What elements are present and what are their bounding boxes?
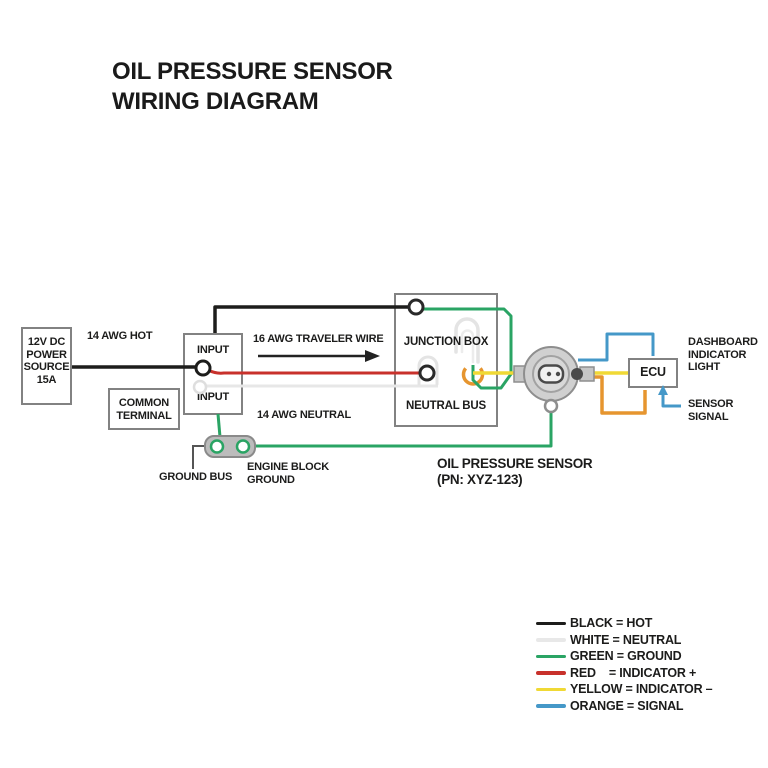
legend-row-red: RED = INDICATOR + xyxy=(536,665,712,682)
common-terminal-box: COMMON TERMINAL xyxy=(108,388,180,430)
legend-row-orange: ORANGE = SIGNAL xyxy=(536,698,712,715)
legend-swatch-green xyxy=(536,654,566,658)
sensor-ground-terminal xyxy=(543,398,559,414)
input-bottom-label: INPUT xyxy=(196,391,229,403)
label-16awg-traveler: 16 AWG TRAVELER WIRE xyxy=(253,333,384,345)
legend-row-green: GREEN = GROUND xyxy=(536,648,712,665)
legend-label-orange: ORANGE = SIGNAL xyxy=(570,698,684,713)
ecu-box: ECU xyxy=(628,358,678,388)
legend-label-red: RED = INDICATOR + xyxy=(570,665,697,680)
label-dashboard-indicator-light: DASHBOARD INDICATOR LIGHT xyxy=(688,336,758,373)
legend-swatch-black xyxy=(536,621,566,625)
power-source-box: 12V DC POWER SOURCE 15A xyxy=(21,327,72,405)
legend-row-white: WHITE = NEUTRAL xyxy=(536,632,712,649)
legend-label-yellow: YELLOW = INDICATOR – xyxy=(570,682,713,697)
page-title: OIL PRESSURE SENSOR WIRING DIAGRAM xyxy=(112,58,393,115)
legend-label-black: BLACK = HOT xyxy=(570,616,653,631)
label-oil-pressure-sensor: OIL PRESSURE SENSOR (PN: XYZ-123) xyxy=(437,456,593,487)
terminal-block-box: INPUT INPUT xyxy=(183,333,243,415)
label-14awg-hot: 14 AWG HOT xyxy=(87,330,153,342)
ground-bus-terminal-right xyxy=(235,439,251,454)
wire-blue-dashboard xyxy=(578,332,655,362)
ecu-label: ECU xyxy=(640,365,666,379)
label-engine-block-ground: ENGINE BLOCK GROUND xyxy=(247,461,329,486)
sensor-right-pin xyxy=(571,368,583,380)
sensor-right-tab xyxy=(579,366,595,382)
sensor-body xyxy=(523,346,579,402)
legend-swatch-white xyxy=(536,638,566,642)
label-14awg-neutral: 14 AWG NEUTRAL xyxy=(257,409,351,421)
sensor-connector-pin-1 xyxy=(546,371,552,377)
wire-ground-input-down xyxy=(216,413,222,438)
sensor-connector xyxy=(537,364,565,384)
ground-bus-pointer xyxy=(192,445,206,469)
wire-blue-sensor-signal xyxy=(661,391,681,408)
legend-swatch-yellow xyxy=(536,687,566,691)
wire-hot-to-junction xyxy=(213,305,409,333)
input-top-label: INPUT xyxy=(196,344,229,356)
common-terminal-label: COMMON TERMINAL xyxy=(116,397,172,422)
ground-bus xyxy=(204,435,256,458)
power-source-label: 12V DC POWER SOURCE 15A xyxy=(23,336,70,386)
legend-row-yellow: YELLOW = INDICATOR – xyxy=(536,681,713,698)
sensor-left-tab xyxy=(513,365,528,383)
legend-label-white: WHITE = NEUTRAL xyxy=(570,632,682,647)
legend-label-green: GREEN = GROUND xyxy=(570,649,682,664)
label-ground-bus: GROUND BUS xyxy=(159,471,233,483)
legend-swatch-orange xyxy=(536,704,566,708)
label-neutral-bus: NEUTRAL BUS xyxy=(405,400,486,412)
wire-color-legend: BLACK = HOT WHITE = NEUTRAL GREEN = GROU… xyxy=(536,615,713,715)
legend-row-black: BLACK = HOT xyxy=(536,615,712,632)
sensor-inner-ring xyxy=(532,355,570,393)
ground-bus-terminal-left xyxy=(209,439,225,454)
legend-swatch-red xyxy=(536,671,566,675)
traveler-arrow-head xyxy=(365,350,380,362)
label-junction-box: JUNCTION BOX xyxy=(403,336,489,348)
label-sensor-signal: SENSOR SIGNAL xyxy=(688,398,734,423)
sensor-connector-pin-2 xyxy=(555,371,561,377)
oil-pressure-sensor xyxy=(513,346,595,414)
